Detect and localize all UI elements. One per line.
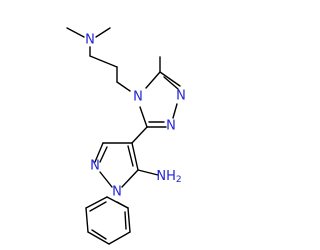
pyrazole-bond-n1-c5 xyxy=(121,169,139,188)
triazole-n1-label: N xyxy=(176,89,186,104)
phenyl-bond-3 xyxy=(87,231,110,245)
pyrazole-bond-n2-n1 xyxy=(99,171,113,188)
triazole-ring xyxy=(139,56,181,128)
phenyl-ring xyxy=(85,196,131,245)
phenyl-double-bond-c xyxy=(89,201,107,212)
phenyl-bond-6 xyxy=(106,196,129,209)
phenyl-bond-2 xyxy=(108,231,131,245)
triazole-bond-n1-n2 xyxy=(172,103,178,119)
amino-subscript: 2 xyxy=(176,175,182,185)
triazole-n4-label: N xyxy=(133,90,143,105)
amino-bond xyxy=(137,169,159,176)
ring-link-bond xyxy=(131,126,148,144)
pyrazole-n1-label: N xyxy=(112,185,122,200)
phenyl-bond-5 xyxy=(85,196,108,209)
chain-bond-1 xyxy=(89,55,118,68)
pyrazole-n2-label: N xyxy=(90,159,100,174)
triazole-bond-c5-n1 xyxy=(159,71,181,87)
phenyl-double-bond-b xyxy=(91,229,107,240)
phenyl-bond-1 xyxy=(127,207,131,233)
methyl-bond-right xyxy=(95,27,111,38)
triazole-bond-c3-n4 xyxy=(139,106,148,128)
triazole-n2-label: N xyxy=(166,119,176,134)
pyrazole-bond-c5-c4 xyxy=(131,142,139,171)
chemical-structure-diagram: N N N N N N NH2 xyxy=(66,27,186,245)
methyl-bond-left xyxy=(66,27,85,38)
pyrazole-double-bond-c3-n2 xyxy=(99,146,108,163)
phenyl-double-bond-a xyxy=(124,211,127,230)
propyl-linker xyxy=(89,55,131,92)
pyrazole-ring xyxy=(94,142,159,188)
amine-n-label: N xyxy=(85,33,95,48)
pyrazole-bond-c3-n2 xyxy=(94,142,104,163)
amino-nh-text: NH xyxy=(156,169,176,184)
triazole-double-bond-c5-n1 xyxy=(163,76,179,90)
chain-bond-3 xyxy=(116,81,131,92)
triazole-bond-n4-c5 xyxy=(145,71,161,89)
amino-group-label: NH2 xyxy=(156,169,181,186)
dimethylamino-group xyxy=(66,27,111,57)
pyrazole-double-bond-c5-c4 xyxy=(127,145,134,167)
phenyl-bond-4 xyxy=(85,207,89,233)
